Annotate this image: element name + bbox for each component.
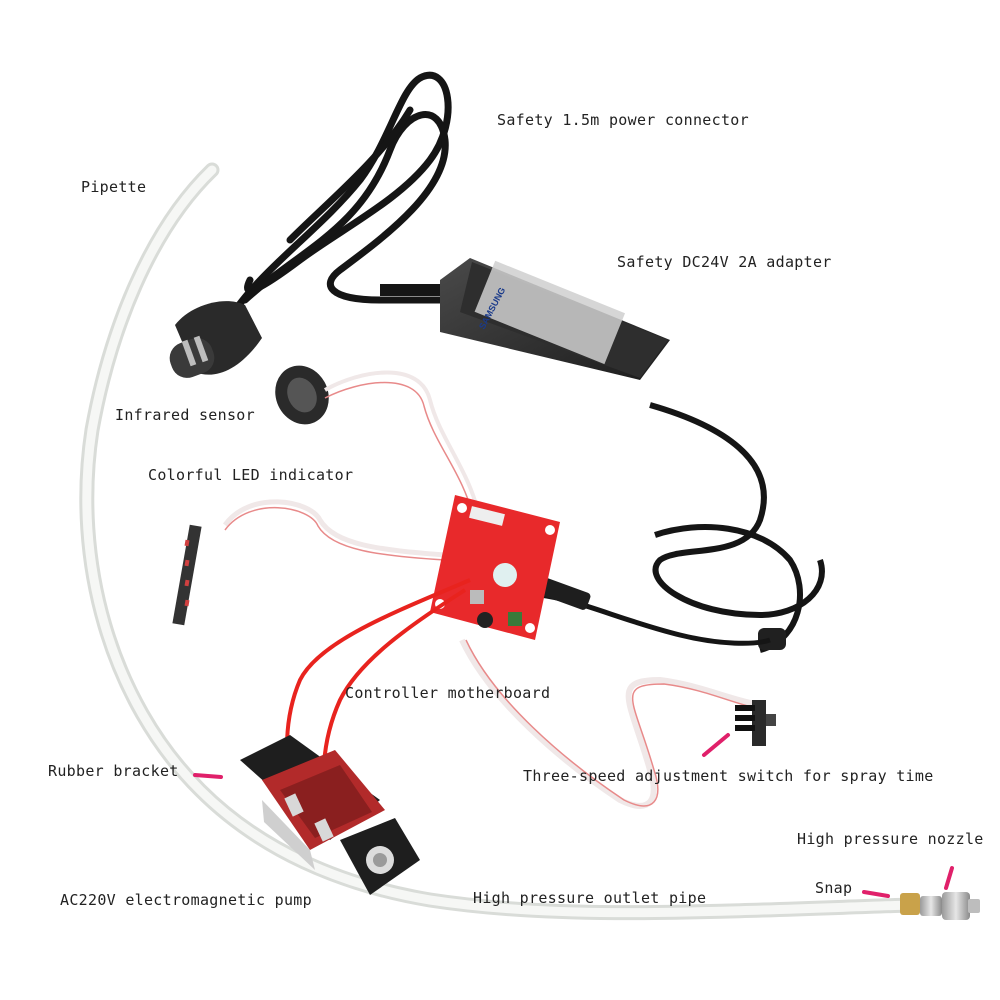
label-pump: AC220V electromagnetic pump bbox=[60, 891, 312, 909]
pointer-nozzle bbox=[944, 866, 954, 890]
label-infrared-sensor: Infrared sensor bbox=[115, 406, 255, 424]
switch-ribbon bbox=[459, 638, 761, 809]
label-rubber-bracket: Rubber bracket bbox=[48, 762, 179, 780]
led-indicator-strip bbox=[172, 499, 446, 626]
label-adapter: Safety DC24V 2A adapter bbox=[617, 253, 832, 271]
label-nozzle: High pressure nozzle bbox=[797, 830, 984, 848]
label-pipette: Pipette bbox=[81, 178, 147, 196]
label-power-connector: Safety 1.5m power connector bbox=[497, 111, 749, 129]
label-led-indicator: Colorful LED indicator bbox=[148, 466, 354, 484]
pointer-snap bbox=[862, 890, 890, 898]
power-cord bbox=[226, 71, 452, 322]
label-outlet-pipe: High pressure outlet pipe bbox=[473, 889, 707, 907]
nozzle-assembly bbox=[900, 892, 980, 920]
plug bbox=[169, 301, 262, 378]
controller-board bbox=[430, 495, 560, 640]
pointer-speed-switch bbox=[702, 733, 730, 757]
label-speed-switch: Three-speed adjustment switch for spray … bbox=[523, 767, 934, 785]
label-snap: Snap bbox=[815, 879, 853, 897]
pump bbox=[240, 735, 420, 895]
adapter: SAMSUNG bbox=[380, 258, 825, 653]
infrared-sensor bbox=[275, 365, 482, 521]
pointer-rubber-bracket bbox=[193, 773, 223, 779]
pointer-lines bbox=[193, 733, 954, 898]
label-controller: Controller motherboard bbox=[345, 684, 551, 702]
three-speed-switch bbox=[735, 700, 776, 746]
